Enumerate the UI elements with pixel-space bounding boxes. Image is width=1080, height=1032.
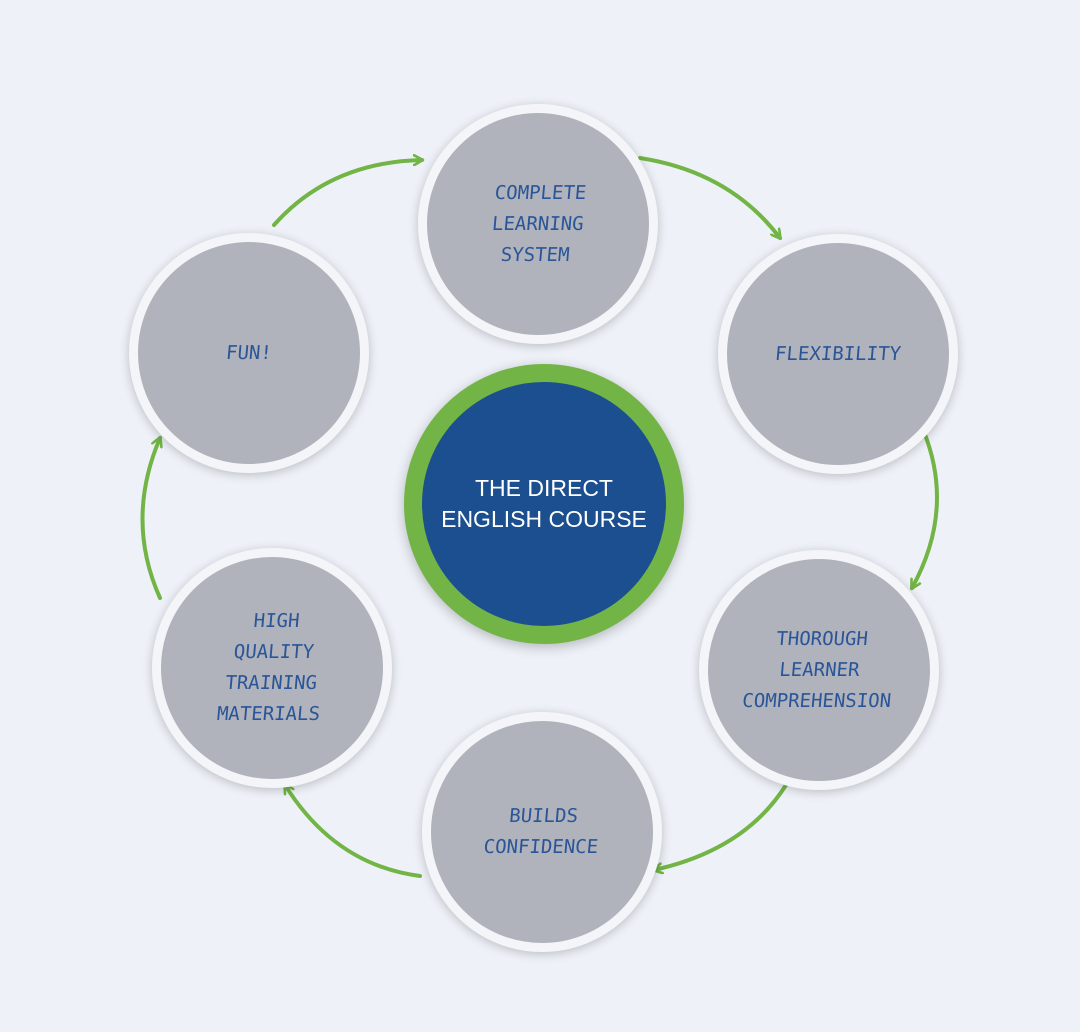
node-label: FLEXIBILITY xyxy=(774,342,902,365)
node-builds-confidence: BUILDS CONFIDENCE xyxy=(422,712,662,952)
center-circle: THE DIRECT ENGLISH COURSE xyxy=(404,364,684,644)
node-fun: FUN! xyxy=(129,233,369,473)
arrow-materials-to-fun xyxy=(140,438,161,600)
arrow-comprehension-to-confidence xyxy=(654,783,788,870)
arrow-fun-to-system xyxy=(272,160,422,227)
arrow-flexibility-to-comprehension xyxy=(910,430,939,588)
node-label: THOROUGH LEARNER COMPREHENSION xyxy=(741,627,892,712)
node-label: FUN! xyxy=(225,341,273,364)
node-label: COMPLETE LEARNING SYSTEM xyxy=(491,181,588,266)
arrow-system-to-flexibility xyxy=(638,156,782,238)
node-thorough-learner-comprehension: THOROUGH LEARNER COMPREHENSION xyxy=(699,550,939,790)
node-label: BUILDS CONFIDENCE xyxy=(482,805,599,858)
arrow-confidence-to-materials xyxy=(283,785,422,878)
node-complete-learning-system: COMPLETE LEARNING SYSTEM xyxy=(418,104,658,344)
center-label: THE DIRECT ENGLISH COURSE xyxy=(441,475,647,532)
node-high-quality-training-materials: HIGH QUALITY TRAINING MATERIALS xyxy=(152,548,392,788)
node-label: HIGH QUALITY TRAINING MATERIALS xyxy=(215,610,321,725)
node-flexibility: FLEXIBILITY xyxy=(718,234,958,474)
